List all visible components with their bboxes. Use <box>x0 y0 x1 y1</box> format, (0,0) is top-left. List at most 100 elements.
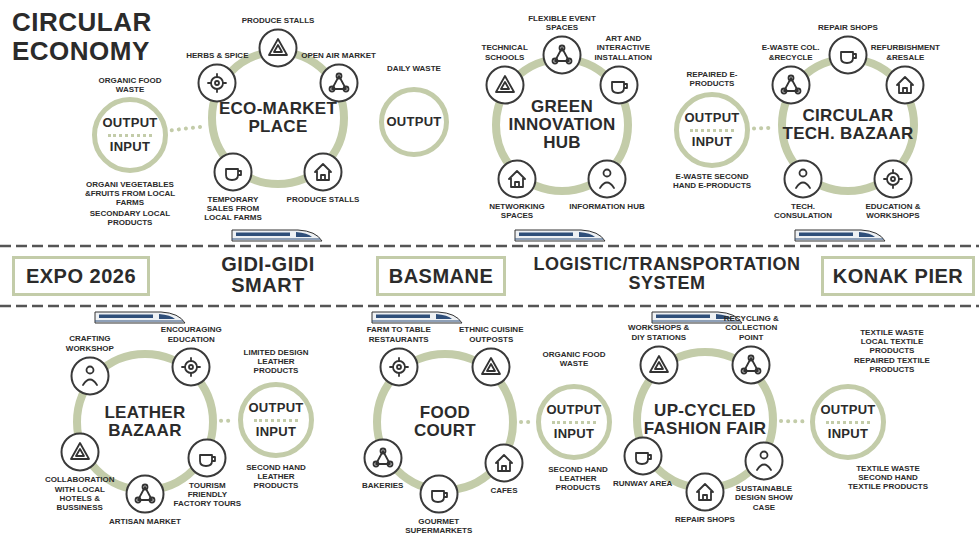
pictogram <box>884 170 902 188</box>
hub-name: ECO-MARKET PLACE <box>210 100 346 136</box>
feature-circle: PRODUCE STALLS <box>258 28 298 68</box>
dotted-divider <box>826 421 870 424</box>
feature-circle: TOURISM FRIENDLY FACTORY TOURS <box>187 438 227 478</box>
icon-ring <box>420 475 457 512</box>
feature-label: HERBS & SPICE <box>179 51 255 60</box>
pictogram-dot <box>397 365 401 369</box>
icon-circle <box>783 159 823 199</box>
pictogram <box>208 74 226 92</box>
feature-label: FARM TO TABLE RESTAURANTS <box>361 325 437 343</box>
flow-word: OUTPUT <box>820 403 875 417</box>
output-ring <box>95 100 166 171</box>
route-name: GIDI-GIDI SMART <box>198 254 338 296</box>
flow-note: SECOND HAND LEATHER PRODUCTS <box>540 465 616 493</box>
icon-ring <box>887 66 924 103</box>
icon-circle <box>484 443 524 483</box>
flow-word: INPUT <box>692 135 733 149</box>
pictogram <box>612 82 627 93</box>
pictogram <box>432 491 447 502</box>
pictogram <box>553 46 572 64</box>
feature-label: INFORMATION HUB <box>569 202 645 211</box>
pictogram-stroke <box>226 169 241 180</box>
feature-circle: EDUCATION & WORKSHOPS <box>873 159 913 199</box>
pictogram-dot <box>343 87 348 92</box>
icon-circle <box>828 35 868 75</box>
flow-word: INPUT <box>110 140 151 154</box>
feature-label: COLLABORATION WITH LOCAL HOTELS & BUSSIN… <box>38 475 122 512</box>
feature-label: REPAIR SHOPS <box>810 23 886 32</box>
icon-circle <box>419 474 459 514</box>
pictogram-stroke <box>509 171 525 187</box>
feature-circle: TECH. CONSULATION <box>783 159 823 199</box>
train-icon <box>515 230 605 241</box>
pictogram-stroke <box>884 170 902 188</box>
output-input-circle: OUTPUT INPUT <box>92 97 168 173</box>
pictogram-dot <box>86 366 93 373</box>
icon-ring <box>601 66 638 103</box>
feature-circle: ART AND INTERACTIVE INSTALLATION <box>599 65 639 105</box>
station-box: EXPO 2026 <box>12 256 150 296</box>
feature-circle: HERBS & SPICE <box>197 63 237 103</box>
pictogram <box>796 169 810 188</box>
train-icon <box>232 230 322 241</box>
icon-ring <box>215 153 252 190</box>
pictogram <box>742 355 761 373</box>
output-ring <box>677 95 748 166</box>
icon-circle <box>471 347 511 387</box>
icon-circle <box>363 438 403 478</box>
dotted-connector <box>781 419 806 423</box>
flow-word: OUTPUT <box>102 116 157 130</box>
icon-ring <box>473 348 510 385</box>
pictogram <box>841 52 856 63</box>
diagram-title: CIRCULAR ECONOMY <box>12 8 177 65</box>
pictogram <box>83 366 97 385</box>
pictogram-dot <box>603 169 610 176</box>
dotted-divider <box>254 419 298 422</box>
pictogram-dot <box>800 169 807 176</box>
pictogram-dot <box>756 368 761 373</box>
pictogram <box>200 455 215 466</box>
icon-circle <box>485 65 525 105</box>
icon-circle <box>873 159 913 199</box>
feature-label: OPEN AIR MARKET <box>301 51 377 60</box>
feature-circle: OPEN AIR MARKET <box>319 63 359 103</box>
pictogram-stroke <box>315 164 331 180</box>
train-icon <box>372 312 462 323</box>
output-input-circle: OUTPUTINPUT <box>810 384 886 460</box>
flow-word: INPUT <box>554 427 595 441</box>
feature-circle: SUSTAINABLE DESIGN SHOW CASE <box>744 441 784 481</box>
icon-circle <box>258 28 298 68</box>
icon-ring <box>61 434 98 471</box>
station-name: EXPO 2026 <box>26 265 136 288</box>
pictogram <box>71 443 89 459</box>
feature-label: PRODUCE STALLS <box>240 16 316 25</box>
dotted-divider <box>690 129 734 132</box>
dotted-connector <box>754 126 774 131</box>
feature-label: REFURBISHMENT &RESALE <box>867 43 943 61</box>
pictogram-stroke <box>636 453 651 464</box>
pictogram <box>182 358 200 376</box>
station-box: KONAK PIER <box>821 256 976 296</box>
feature-circle: ENCOURAGING EDUCATION <box>171 347 211 387</box>
pictogram-dot <box>560 46 565 51</box>
pictogram-dot <box>336 74 341 79</box>
icon-circle <box>197 63 237 103</box>
flow-word: INPUT <box>256 425 297 439</box>
icon-circle <box>187 438 227 478</box>
feature-label: NETWORKING SPACES <box>479 202 555 220</box>
feature-label: GOURMET SUPERMARKETS <box>401 517 477 535</box>
icon-circle <box>171 347 211 387</box>
icon-circle <box>542 35 582 75</box>
output-ring <box>382 90 447 155</box>
hub-name: GREEN INNOVATION HUB <box>494 98 630 152</box>
icon-ring <box>588 160 625 197</box>
flow-note: E-WASTE SECOND HAND E-PRODUCTS <box>672 172 752 190</box>
icon-ring <box>830 37 867 74</box>
flow-note: SECOND HAND LEATHER PRODUCTS <box>236 463 316 491</box>
feature-label: TECH. CONSULATION <box>765 202 841 220</box>
icon-ring <box>687 474 724 511</box>
icon-ring <box>485 445 522 482</box>
pictogram <box>373 449 392 467</box>
feature-circle: PRODUCE STALLS <box>303 152 343 192</box>
